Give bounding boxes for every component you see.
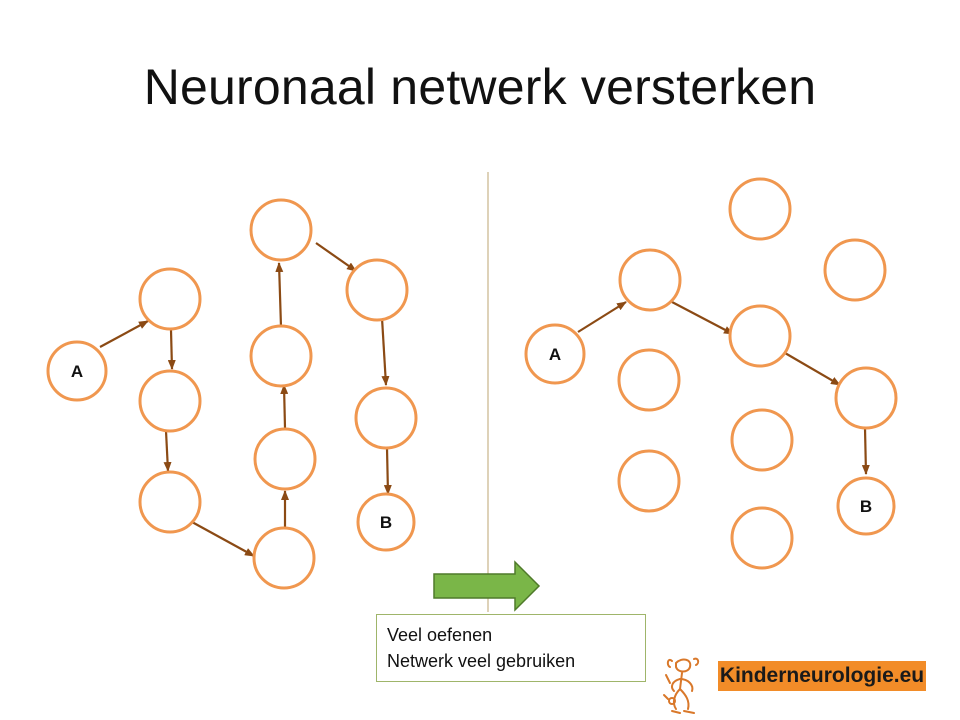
node-start-a xyxy=(524,323,586,385)
logo: Kinderneurologie.eu xyxy=(662,655,934,717)
node xyxy=(354,386,418,450)
node xyxy=(730,408,794,472)
edge xyxy=(383,447,392,495)
left-label-a: A xyxy=(71,362,83,381)
node xyxy=(728,304,792,368)
left-network-edges xyxy=(99,242,392,557)
node xyxy=(249,198,313,262)
node-end-b xyxy=(836,476,896,536)
edge xyxy=(280,384,289,429)
edge xyxy=(315,242,357,272)
note-line-1: Veel oefenen xyxy=(387,625,493,645)
left-label-b: B xyxy=(380,513,392,532)
edge xyxy=(275,262,284,328)
note-box: Veel oefenen Netwerk veel gebruiken xyxy=(376,614,646,682)
left-network-nodes xyxy=(46,198,418,590)
note-line-2: Netwerk veel gebruiken xyxy=(387,651,576,671)
edge xyxy=(167,329,176,370)
edge xyxy=(99,320,149,348)
node xyxy=(138,369,202,433)
slide-title: Neuronaal netwerk versterken xyxy=(143,59,817,115)
node xyxy=(617,449,681,513)
edge xyxy=(671,301,734,335)
child-figure-icon xyxy=(663,657,700,714)
logo-text: Kinderneurologie.eu xyxy=(718,661,926,691)
node xyxy=(834,366,898,430)
node xyxy=(252,526,316,590)
node xyxy=(253,427,317,491)
node xyxy=(823,238,887,302)
edge xyxy=(380,317,390,386)
node xyxy=(345,258,409,322)
edge xyxy=(784,352,841,386)
right-arrow-icon xyxy=(433,560,541,612)
node-start-a xyxy=(46,340,108,402)
node xyxy=(617,348,681,412)
edge xyxy=(191,521,255,557)
node xyxy=(138,267,202,331)
node xyxy=(138,470,202,534)
right-label-a: A xyxy=(549,345,561,364)
right-network-edges xyxy=(577,301,870,475)
edge xyxy=(577,301,627,333)
right-network-nodes xyxy=(524,177,898,570)
node-end-b xyxy=(356,492,416,552)
edge xyxy=(861,427,870,475)
edge xyxy=(163,430,172,472)
node xyxy=(618,248,682,312)
node xyxy=(730,506,794,570)
node xyxy=(249,324,313,388)
node xyxy=(728,177,792,241)
right-label-b: B xyxy=(860,497,872,516)
